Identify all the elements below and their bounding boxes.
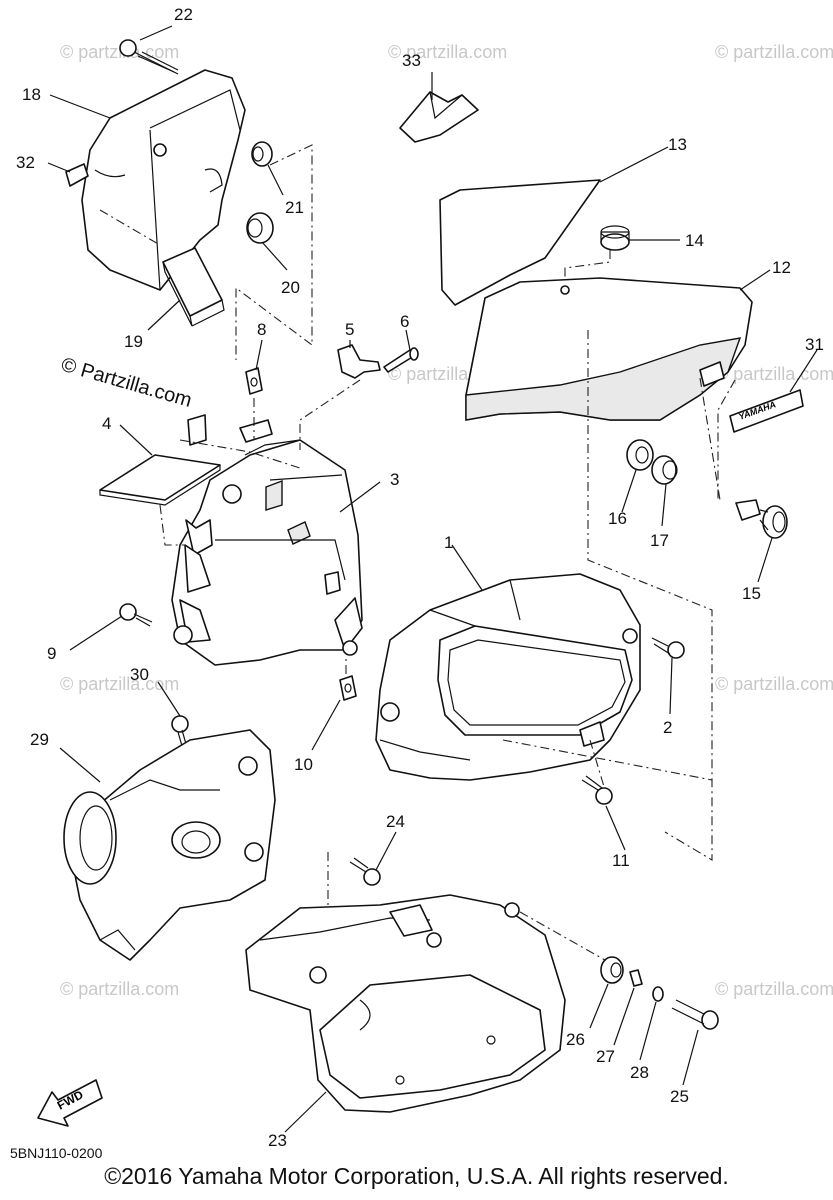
part-13-sheet[interactable] [439,179,601,306]
part-11-bolt[interactable] [581,775,613,805]
watermark-text: © partzilla.com [388,42,507,62]
callout-14: 14 [685,231,704,250]
part-21-grommet[interactable] [251,141,273,167]
callout-1: 1 [444,533,453,552]
callout-2: 2 [663,718,672,737]
part-27-spacer[interactable] [629,969,643,987]
copyright-notice: ©2016 Yamaha Motor Corporation, U.S.A. A… [104,1163,729,1189]
callout-5: 5 [345,320,354,339]
callout-23: 23 [268,1131,287,1150]
part-23-cover[interactable] [245,894,566,1113]
part-12-side-cover[interactable] [465,277,753,421]
callout-28: 28 [630,1063,649,1082]
callout-30: 30 [130,665,149,684]
part-17-damper[interactable] [651,455,678,485]
callout-6: 6 [400,312,409,331]
part-30-bolt[interactable] [171,715,189,747]
callout-10: 10 [294,755,313,774]
callout-25: 25 [670,1087,689,1106]
diagram-code: 5BNJ110-0200 [10,1145,103,1161]
callout-4: 4 [102,414,111,433]
part-28-washer[interactable] [652,986,664,1002]
callout-18: 18 [22,85,41,104]
callout-31: 31 [805,335,824,354]
callout-20: 20 [281,278,300,297]
part-5-bracket[interactable] [337,344,381,379]
watermark-text: © partzilla.com [715,42,833,62]
callout-9: 9 [47,644,56,663]
part-18-side-cover[interactable] [81,69,246,291]
callout-3: 3 [390,470,399,489]
callout-21: 21 [285,198,304,217]
part-33-decal[interactable] [399,91,479,143]
leader-lines [47,25,818,1133]
callout-13: 13 [668,135,687,154]
callout-11: 11 [612,851,630,870]
watermark-text: © partzilla.com [60,979,179,999]
callout-17: 17 [650,531,669,550]
callout-26: 26 [566,1030,585,1049]
part-10-clip[interactable] [339,675,357,701]
callout-15: 15 [742,584,761,603]
callout-27: 27 [596,1047,615,1066]
callout-12: 12 [772,258,791,277]
part-22-bolt[interactable] [119,39,179,75]
part-31-decal[interactable]: YAMAHA [729,389,804,433]
part-3-box[interactable] [171,414,363,666]
part-14-grommet[interactable] [600,225,630,251]
part-25-bolt[interactable] [671,999,719,1030]
part-6-bolt[interactable] [383,347,419,373]
part-26-collar[interactable] [600,956,624,984]
watermark-text: © partzilla.com [715,364,833,384]
part-32-decal[interactable] [65,163,89,187]
watermark-text: © partzilla.com [60,674,179,694]
callout-22: 22 [174,5,193,24]
part-19-sponge[interactable] [162,247,225,327]
part-20-grommet[interactable] [246,212,274,244]
fwd-arrow-icon: FWD [37,1079,103,1127]
part-15-lock[interactable] [735,499,788,539]
callout-24: 24 [386,812,405,831]
callout-numbers: 22 18 32 21 20 19 33 13 14 12 31 8 5 6 4… [16,5,824,1150]
callout-19: 19 [124,332,143,351]
part-8-clip[interactable] [245,367,263,395]
part-2-bolt[interactable] [651,637,685,659]
watermark-text: © partzilla.com [715,979,833,999]
callout-32: 32 [16,153,35,172]
watermark-text: © partzilla.com [60,42,179,62]
watermark-main: © Partzilla.com [59,354,195,412]
part-29-cover[interactable] [63,729,276,961]
callout-29: 29 [30,730,49,749]
part-1-case[interactable] [375,573,641,781]
part-9-bolt[interactable] [119,603,153,627]
callout-16: 16 [608,509,627,528]
watermark-text: © partzilla.com [715,674,833,694]
callout-33: 33 [402,51,421,70]
part-24-bolt[interactable] [349,857,381,886]
part-4-pad[interactable] [99,454,221,506]
callout-8: 8 [257,320,266,339]
part-16-nut[interactable] [626,439,654,471]
